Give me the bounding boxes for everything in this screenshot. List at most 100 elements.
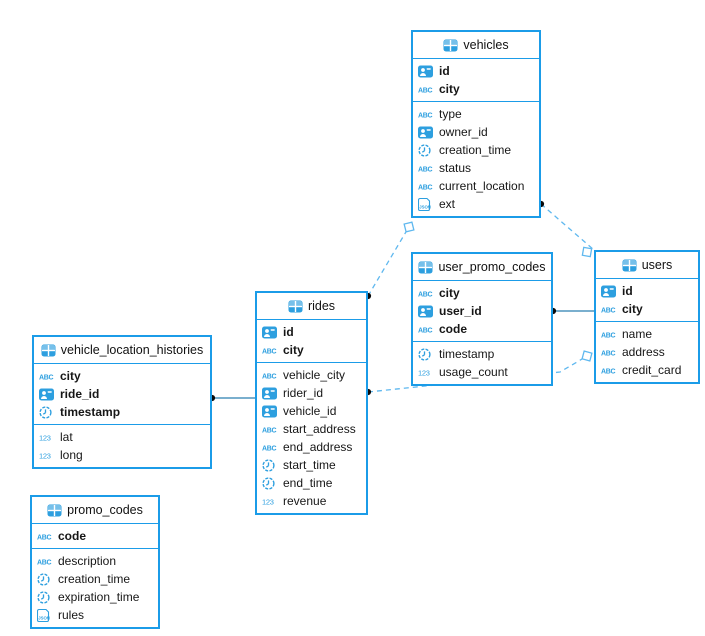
svg-text:ABC: ABC xyxy=(262,428,277,435)
column-row[interactable]: ABC address xyxy=(596,343,698,361)
text-type-icon: ABC xyxy=(418,161,435,175)
column-row[interactable]: creation_time xyxy=(32,570,158,588)
text-type-icon: ABC xyxy=(37,529,54,543)
column-name: creation_time xyxy=(439,143,512,157)
column-row[interactable]: ride_id xyxy=(34,385,210,403)
table-title: promo_codes xyxy=(67,503,143,517)
column-name: end_address xyxy=(283,440,353,454)
table-header[interactable]: promo_codes xyxy=(32,497,158,524)
table-title: users xyxy=(641,258,673,272)
column-row[interactable]: ABC end_address xyxy=(257,438,366,456)
column-row[interactable]: id xyxy=(257,323,366,341)
reference-square-marker xyxy=(581,246,593,258)
number-type-icon: 123 xyxy=(262,494,279,508)
svg-text:ABC: ABC xyxy=(418,328,433,335)
column-row[interactable]: end_time xyxy=(257,474,366,492)
column-name: start_time xyxy=(283,458,336,472)
table-header[interactable]: vehicle_location_histories xyxy=(34,337,210,364)
svg-text:123: 123 xyxy=(39,452,51,461)
text-type-icon: ABC xyxy=(262,440,279,454)
column-row[interactable]: 123 revenue xyxy=(257,492,366,510)
relationship-rides-to-vehicles xyxy=(364,219,415,300)
svg-text:ABC: ABC xyxy=(601,351,616,358)
svg-text:ABC: ABC xyxy=(601,333,616,340)
column-row[interactable]: expiration_time xyxy=(32,588,158,606)
reference-square-marker xyxy=(403,221,415,233)
text-type-icon: ABC xyxy=(262,343,279,357)
svg-text:ABC: ABC xyxy=(601,369,616,376)
column-name: vehicle_id xyxy=(283,404,337,418)
svg-text:ABC: ABC xyxy=(418,185,433,192)
text-type-icon: ABC xyxy=(262,422,279,436)
column-name: id xyxy=(439,64,450,78)
table-header[interactable]: user_promo_codes xyxy=(413,254,551,281)
column-row[interactable]: ABC start_address xyxy=(257,420,366,438)
column-row[interactable]: user_id xyxy=(413,302,551,320)
svg-text:ABC: ABC xyxy=(262,446,277,453)
table-header[interactable]: users xyxy=(596,252,698,279)
column-row[interactable]: timestamp xyxy=(413,345,551,363)
column-row[interactable]: vehicle_id xyxy=(257,402,366,420)
json-type-icon: JSON xyxy=(418,197,435,211)
column-name: type xyxy=(439,107,462,121)
column-name: start_address xyxy=(283,422,356,436)
text-type-icon: ABC xyxy=(601,345,618,359)
column-row[interactable]: owner_id xyxy=(413,123,539,141)
column-row[interactable]: id xyxy=(413,62,539,80)
column-name: credit_card xyxy=(622,363,682,377)
column-row[interactable]: ABC credit_card xyxy=(596,361,698,379)
column-name: city xyxy=(283,343,304,357)
text-type-icon: ABC xyxy=(39,369,56,383)
column-row[interactable]: creation_time xyxy=(413,141,539,159)
id-badge-icon xyxy=(418,64,435,78)
column-name: expiration_time xyxy=(58,590,140,604)
column-name: address xyxy=(622,345,665,359)
column-row[interactable]: ABC city xyxy=(257,341,366,359)
column-row[interactable]: rider_id xyxy=(257,384,366,402)
json-type-icon: JSON xyxy=(37,608,54,622)
timestamp-icon xyxy=(37,590,54,604)
table-icon xyxy=(47,503,62,517)
table-title: user_promo_codes xyxy=(438,260,546,274)
table-header[interactable]: vehicles xyxy=(413,32,539,59)
column-name: rider_id xyxy=(283,386,324,400)
column-row[interactable]: start_time xyxy=(257,456,366,474)
section-divider xyxy=(596,321,698,322)
column-name: ride_id xyxy=(60,387,100,401)
text-type-icon: ABC xyxy=(418,82,435,96)
column-row[interactable]: id xyxy=(596,282,698,300)
text-type-icon: ABC xyxy=(37,554,54,568)
column-row[interactable]: timestamp xyxy=(34,403,210,421)
table-header[interactable]: rides xyxy=(257,293,366,320)
text-type-icon: ABC xyxy=(601,327,618,341)
column-name: revenue xyxy=(283,494,327,508)
timestamp-icon xyxy=(37,572,54,586)
